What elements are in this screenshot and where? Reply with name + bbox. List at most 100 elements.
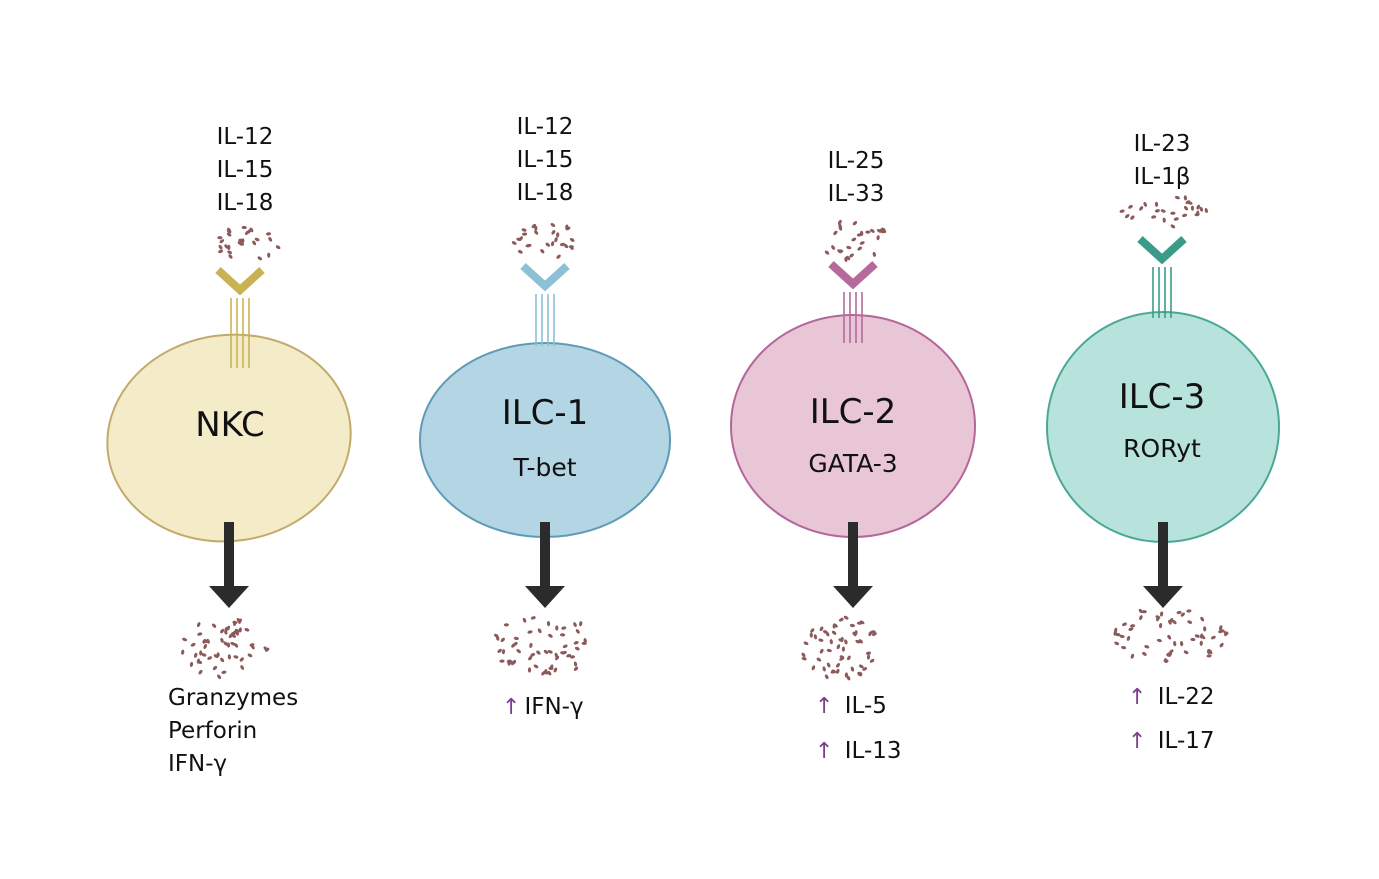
cytokine-dot	[1115, 632, 1121, 637]
cytokine-dot	[1176, 610, 1182, 615]
cytokine-dot	[518, 236, 523, 241]
ilc2-output: IL-5	[844, 693, 887, 719]
ilc1-cell-body	[419, 342, 671, 538]
cytokine-dot	[1160, 209, 1166, 213]
ilc3-receptor-icon	[1137, 236, 1187, 318]
cytokine-dot	[534, 230, 539, 235]
cytokine-dot	[525, 244, 531, 248]
cytokine-dot	[252, 240, 257, 246]
cytokine-dot	[574, 646, 580, 651]
cytokine-dot	[1183, 205, 1189, 211]
cytokine-dot	[554, 237, 558, 243]
cytokine-dot	[852, 221, 858, 226]
cytokine-dot	[240, 665, 245, 670]
cytokine-dot	[223, 641, 228, 646]
ilc3-output: IL-17	[1157, 728, 1215, 754]
cytokine-dot	[1121, 645, 1127, 650]
cytokine-dot	[1208, 649, 1213, 655]
cytokine-dot	[876, 235, 880, 241]
cytokine-dot	[822, 630, 828, 634]
cytokine-dot	[560, 651, 566, 655]
cytokine-dot	[831, 669, 837, 674]
cytokine-dot	[813, 634, 818, 640]
ilc1-input-cytokine: IL-18	[516, 180, 574, 206]
cytokine-dot	[247, 653, 253, 658]
ilc2-transcription-factor: GATA-3	[808, 449, 898, 478]
cytokine-dot	[1114, 627, 1118, 633]
cytokine-dot	[573, 641, 579, 645]
cytokine-dot	[1143, 201, 1148, 207]
ilc1-output: IFN-γ	[524, 694, 584, 720]
ilc3-input-dot-cloud-icon	[1119, 195, 1208, 229]
cytokine-dot	[869, 658, 875, 663]
cytokine-dot	[1173, 641, 1177, 647]
cytokine-dot	[832, 623, 836, 629]
ilc3-input-cytokine: IL-1β	[1133, 164, 1191, 190]
cytokine-dot	[1167, 634, 1172, 640]
cytokine-dot	[866, 654, 871, 660]
cytokine-dot	[537, 628, 542, 634]
cytokine-dot	[816, 657, 822, 662]
cytokine-dot	[1169, 649, 1174, 654]
cytokine-dot	[1142, 651, 1147, 656]
cytokine-dot	[221, 670, 227, 674]
cytokine-dot	[521, 228, 527, 232]
up-arrow-icon: ↑	[502, 695, 521, 720]
cytokine-dot	[527, 630, 533, 634]
cytokine-dot	[1179, 641, 1184, 647]
cytokine-dot	[1182, 213, 1188, 218]
cytokine-dot	[566, 653, 572, 658]
nkc-input-cytokine: IL-12	[216, 124, 274, 150]
up-arrow-icon: ↑	[815, 739, 834, 764]
cytokine-dot	[1130, 653, 1135, 659]
cytokine-dot	[230, 641, 236, 646]
cytokine-dot	[881, 229, 887, 234]
cytokine-dot	[497, 648, 502, 653]
cytokine-dot	[547, 650, 553, 654]
cytokine-dot	[211, 623, 217, 628]
cytokine-dot	[267, 252, 271, 258]
cytokine-dot	[858, 664, 864, 669]
nkc-input-cytokines: IL-12 IL-15 IL-18	[217, 121, 274, 220]
cytokine-dot	[1156, 638, 1162, 643]
cytokine-dot	[224, 626, 228, 632]
cytokine-dot	[1218, 625, 1223, 631]
cytokine-dot	[562, 644, 568, 649]
cytokine-dot	[1174, 195, 1180, 200]
cytokine-dot	[206, 638, 210, 644]
cytokine-dot	[859, 620, 865, 625]
cytokine-dot	[847, 655, 851, 661]
cytokine-dot	[859, 241, 865, 245]
cytokine-dot	[561, 626, 567, 630]
cytokine-dot	[546, 621, 551, 627]
cytokine-dot	[239, 242, 245, 246]
cytokine-dot	[241, 225, 247, 230]
cytokine-dot	[533, 664, 539, 669]
cytokine-dot	[227, 250, 233, 255]
ilc1-input-dot-cloud-icon	[511, 223, 575, 259]
cytokine-dot	[1199, 206, 1204, 212]
ilc3-output: IL-22	[1157, 684, 1215, 710]
cytokine-dot	[819, 648, 824, 654]
cytokine-dot	[1210, 635, 1216, 640]
arrow-head	[1143, 586, 1183, 608]
ilc2-output: IL-13	[844, 738, 902, 764]
nkc-input-cytokine: IL-15	[216, 157, 274, 183]
cytokine-dot	[181, 649, 185, 655]
ilc2-output-dot-cloud-icon	[801, 615, 877, 681]
cytokine-dot	[565, 226, 571, 231]
cytokine-dot	[529, 642, 533, 648]
cytokine-dot	[1159, 611, 1164, 617]
arrow-shaft	[540, 522, 550, 590]
cytokine-dot	[559, 242, 566, 247]
cytokine-dot	[530, 652, 536, 657]
up-arrow-icon: ↑	[815, 694, 834, 719]
cytokine-dot	[819, 626, 824, 632]
cytokine-dot	[1187, 620, 1193, 624]
ilc1-input-cytokine: IL-15	[516, 147, 574, 173]
cytokine-dot	[856, 233, 862, 237]
cytokine-dot	[236, 618, 241, 623]
cytokine-dot	[238, 627, 242, 633]
cytokine-dot	[201, 653, 207, 657]
cytokine-dot	[228, 254, 233, 259]
